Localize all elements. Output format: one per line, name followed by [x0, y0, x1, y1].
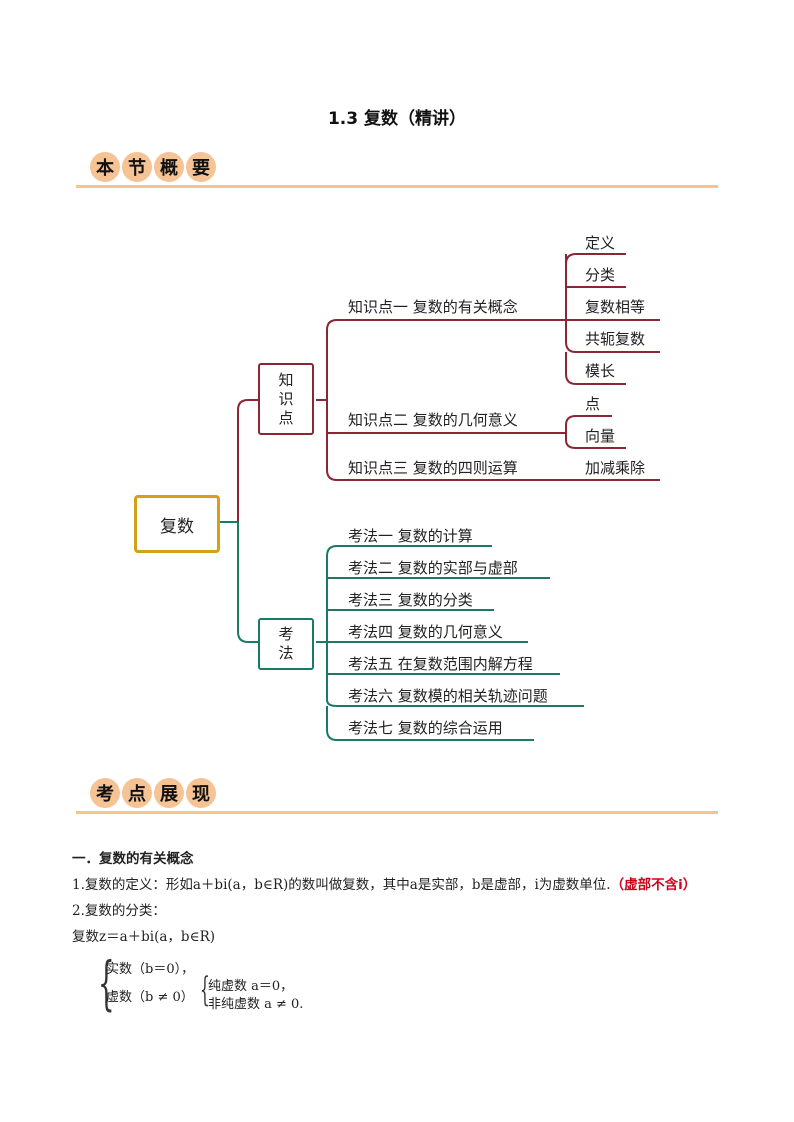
knowledge-point-2: 知识点二 复数的几何意义 — [348, 411, 518, 429]
knowledge-point-3: 知识点三 复数的四则运算 — [348, 459, 518, 477]
definition-line: 1.复数的定义：形如a＋bi(a，b∈R)的数叫做复数，其中a是实部，b是虚部，… — [72, 872, 732, 898]
banner-char: 展 — [154, 778, 184, 808]
method-item: 考法一 复数的计算 — [348, 527, 473, 545]
section-banner-overview: 本 节 概 要 — [76, 152, 718, 188]
banner-rule — [76, 811, 718, 814]
kp2-item: 点 — [585, 395, 601, 413]
definition-text: 1.复数的定义：形如a＋bi(a，b∈R)的数叫做复数，其中a是实部，b是虚部，… — [72, 877, 611, 893]
imaginary-number-line: 虚数（b ≠ 0） — [106, 990, 194, 1005]
section-banner-points: 考 点 展 现 — [76, 778, 718, 814]
brace-left: { — [98, 949, 115, 1017]
banner-char: 点 — [122, 778, 152, 808]
kp1-item: 定义 — [585, 234, 616, 252]
method-item: 考法三 复数的分类 — [348, 591, 473, 609]
brace-right: { — [200, 970, 210, 1010]
method-item: 考法四 复数的几何意义 — [348, 623, 503, 641]
page-title: 1.3 复数（精讲） — [327, 109, 467, 129]
method-item: 考法二 复数的实部与虚部 — [348, 559, 518, 577]
banner-char: 要 — [186, 152, 216, 182]
banner-char: 本 — [90, 152, 120, 182]
kp1-item: 模长 — [585, 362, 616, 380]
banner-rule — [76, 185, 718, 188]
method-item: 考法七 复数的综合运用 — [348, 719, 503, 737]
non-pure-imaginary-line: 非纯虚数 a ≠ 0. — [208, 997, 304, 1012]
branch-knowledge: 知识点 — [258, 363, 314, 435]
pure-imaginary-line: 纯虚数 a＝0， — [208, 979, 294, 994]
banner-char: 现 — [186, 778, 216, 808]
section-heading: 一．复数的有关概念 — [72, 851, 194, 867]
banner-char: 节 — [122, 152, 152, 182]
banner-char: 考 — [90, 778, 120, 808]
kp1-item: 分类 — [585, 266, 616, 284]
kp3-item: 加减乘除 — [585, 459, 646, 477]
classification-heading: 2.复数的分类： — [72, 903, 166, 919]
root-node: 复数 — [134, 495, 220, 553]
kp1-item: 复数相等 — [585, 298, 646, 316]
knowledge-point-1: 知识点一 复数的有关概念 — [348, 298, 518, 316]
method-item: 考法六 复数模的相关轨迹问题 — [348, 687, 548, 705]
classification-expression: 复数z＝a＋bi(a，b∈R) — [72, 929, 216, 945]
branch-methods: 考法 — [258, 618, 314, 670]
real-number-line: 实数（b＝0）， — [106, 962, 195, 977]
banner-char: 概 — [154, 152, 184, 182]
kp2-item: 向量 — [585, 427, 616, 445]
definition-note: （虚部不含i） — [610, 877, 697, 893]
method-item: 考法五 在复数范围内解方程 — [348, 655, 533, 673]
kp1-item: 共轭复数 — [585, 330, 646, 348]
section-content: 一．复数的有关概念 1.复数的定义：形如a＋bi(a，b∈R)的数叫做复数，其中… — [72, 846, 732, 950]
